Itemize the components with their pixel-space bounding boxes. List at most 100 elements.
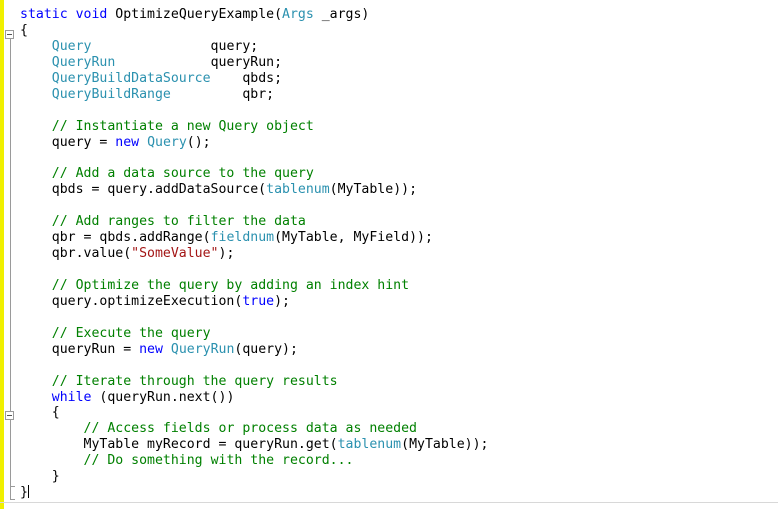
code-token: tablenum [337,437,402,453]
code-line[interactable]: } [20,485,488,501]
code-token: "SomeValue" [131,246,219,262]
code-line[interactable] [20,150,488,166]
code-line[interactable]: QueryRun queryRun; [20,55,488,71]
code-line[interactable]: // Optimize the query by adding an index… [20,278,488,294]
code-line[interactable]: static void OptimizeQueryExample(Args _a… [20,7,488,23]
code-text[interactable]: static void OptimizeQueryExample(Args _a… [20,7,488,501]
code-token: Query [147,134,187,150]
code-line[interactable]: QueryBuildRange qbr; [20,87,488,103]
code-token: // Execute the query [51,325,211,341]
text-caret [27,485,29,499]
code-token: _args) [313,7,370,22]
code-token: // Optimize the query by adding an index… [51,277,410,293]
code-line[interactable]: { [20,23,488,39]
code-token [20,55,52,70]
code-token [139,135,147,150]
code-line[interactable]: // Add ranges to filter the data [20,214,488,230]
code-token [20,453,84,468]
code-line[interactable]: qbr = qbds.addRange(fieldnum(MyTable, My… [20,230,488,246]
code-token: (queryRun.next()) [91,389,235,405]
code-token [20,421,84,436]
code-token: QueryRun [51,54,116,70]
code-token: { [20,22,28,38]
code-token [20,71,52,86]
code-token: ); [274,293,290,309]
code-line[interactable] [20,358,488,374]
code-token: new [139,341,163,357]
change-tracking-bar [0,0,4,509]
code-token: (MyTable, MyField)); [274,230,433,246]
code-line[interactable] [20,262,488,278]
code-token: // Iterate through the query results [51,373,338,389]
collapse-block-icon[interactable] [5,411,14,420]
code-token: static [20,7,68,22]
code-token: queryRun; [115,54,283,70]
outline-end [10,499,15,500]
code-token: { [20,405,60,421]
code-line[interactable]: Query query; [20,39,488,55]
code-line[interactable]: // Access fields or process data as need… [20,421,488,437]
code-token: qbr; [170,86,275,102]
outline-line [10,39,11,499]
code-token: (MyTable)); [329,182,418,198]
code-token [20,87,52,102]
code-token: QueryRun [170,341,235,357]
code-token: true [242,293,275,309]
code-line[interactable]: query = new Query(); [20,135,488,151]
code-token: void [75,7,108,22]
code-token [20,374,52,389]
code-line[interactable]: qbr.value("SomeValue"); [20,246,488,262]
code-token: new [115,134,140,150]
code-token [20,39,52,54]
code-token: (); [186,134,211,150]
code-line[interactable]: } [20,469,488,485]
code-line[interactable]: // Instantiate a new Query object [20,119,488,135]
code-line[interactable]: // Iterate through the query results [20,374,488,390]
code-line[interactable]: // Do something with the record... [20,453,488,469]
code-token [20,390,52,405]
code-token: OptimizeQueryExample( [107,7,283,22]
code-token [20,214,52,229]
code-token: queryRun = [20,341,140,357]
code-line[interactable]: MyTable myRecord = queryRun.get(tablenum… [20,437,489,453]
code-token: tablenum [266,182,330,198]
code-token: query; [91,38,259,54]
code-token: // Do something with the record... [83,453,354,469]
code-token: qbds = query.addDataSource( [20,182,267,198]
code-token: (MyTable)); [401,437,489,453]
code-line[interactable]: QueryBuildDataSource qbds; [20,71,488,87]
code-token: QueryBuildRange [51,86,171,102]
code-token [68,7,76,22]
code-token [20,326,52,341]
editor-bottom-border [0,502,778,503]
collapse-method-icon[interactable] [5,30,14,39]
code-token: fieldnum [210,230,275,246]
code-token [20,119,52,134]
code-token [20,166,52,181]
code-line[interactable] [20,103,488,119]
code-line[interactable] [20,198,488,214]
code-token: ); [218,246,235,262]
code-token: Query [51,38,92,54]
code-token: qbr = qbds.addRange( [20,230,211,246]
code-line[interactable]: // Add a data source to the query [20,166,488,182]
code-token: while [51,389,92,405]
code-line[interactable]: queryRun = new QueryRun(query); [20,342,488,358]
code-line[interactable]: { [20,405,488,421]
outline-line [10,420,11,486]
code-line[interactable]: while (queryRun.next()) [20,390,488,406]
code-token: MyTable myRecord = queryRun.get( [20,437,338,453]
code-line[interactable] [20,310,488,326]
code-token: // Add a data source to the query [51,166,314,182]
code-token [163,342,171,357]
code-token: // Add ranges to filter the data [51,214,306,230]
code-token: // Instantiate a new Query object [51,118,314,134]
code-line[interactable]: qbds = query.addDataSource(tablenum(MyTa… [20,182,488,198]
code-line[interactable]: query.optimizeExecution(true); [20,294,488,310]
code-token [20,278,52,293]
code-token: qbds; [210,70,283,86]
code-token: } [20,469,60,485]
code-token: QueryBuildDataSource [51,70,211,86]
code-line[interactable]: // Execute the query [20,326,488,342]
